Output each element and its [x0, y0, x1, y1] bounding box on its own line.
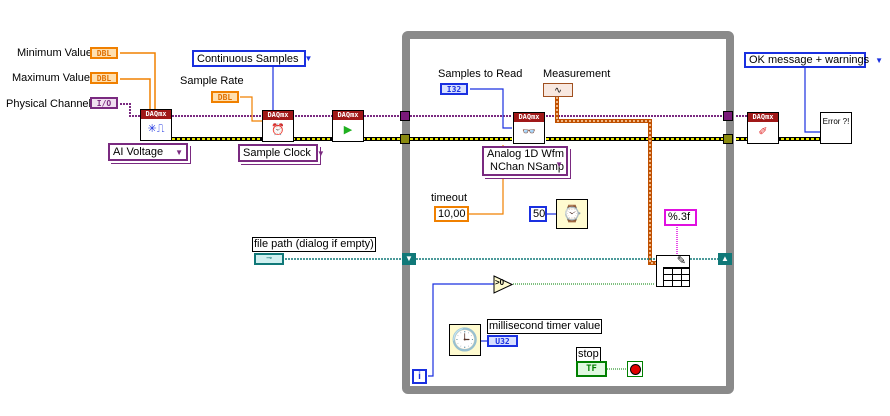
- loop-condition-stop-icon[interactable]: [627, 361, 643, 377]
- dropdown-arrow-icon: ▼: [555, 160, 563, 169]
- daqmx-header: DAQmx: [514, 113, 544, 122]
- wait-constant[interactable]: 50: [529, 206, 547, 222]
- sample-rate-label: Sample Rate: [180, 75, 244, 87]
- error-mode-text: OK message + warnings: [749, 54, 870, 66]
- format-string-constant[interactable]: %.3f: [664, 209, 697, 226]
- start-task-icon: ▶: [343, 124, 353, 136]
- error-mode-ring[interactable]: OK message + warnings ▼: [744, 52, 883, 68]
- daqmx-header: DAQmx: [333, 111, 363, 120]
- daqmx-clear-task-vi[interactable]: DAQmx ✐: [747, 112, 779, 144]
- create-channel-icon: ✳⎍: [147, 123, 165, 135]
- timer-label: millisecond timer value: [487, 319, 603, 334]
- clock-icon: ⏰: [271, 124, 285, 136]
- wire-sample-rate: [240, 96, 262, 122]
- stop-control[interactable]: TF: [576, 361, 607, 377]
- simple-error-handler-vi[interactable]: Error ?!: [820, 112, 852, 144]
- greater-than-zero-function[interactable]: >0: [493, 275, 514, 294]
- dropdown-arrow-icon: ▼: [304, 54, 313, 63]
- error-tunnel-in: [400, 134, 410, 144]
- timer-indicator: U32: [487, 335, 518, 347]
- physical-channel-control[interactable]: I/O: [90, 97, 118, 109]
- ai-voltage-text: AI Voltage: [113, 146, 164, 158]
- wire-min-value: [120, 52, 156, 110]
- sample-rate-control[interactable]: DBL: [211, 91, 239, 103]
- samples-to-read-label: Samples to Read: [438, 68, 523, 80]
- wire-samples-to-read: [470, 88, 512, 129]
- tick-count-clock-icon[interactable]: 🕒: [449, 324, 481, 356]
- read-glasses-icon: 👓: [522, 126, 536, 138]
- measurement-indicator: ∿: [543, 83, 573, 97]
- sample-mode-ring[interactable]: Continuous Samples ▼: [192, 50, 312, 67]
- timeout-constant[interactable]: 10,00: [434, 206, 469, 222]
- read-type-line2: NChan NSamp: [490, 161, 564, 173]
- dropdown-arrow-icon: ▼: [875, 55, 884, 65]
- write-to-spreadsheet-vi[interactable]: ✎: [656, 255, 690, 287]
- iteration-terminal: i: [412, 369, 427, 384]
- error-tunnel-out: [723, 134, 733, 144]
- daqmx-header: DAQmx: [748, 113, 778, 122]
- sample-clock-text: Sample Clock: [243, 147, 311, 159]
- wire-iteration: [428, 283, 494, 377]
- sample-clock-ring[interactable]: Sample Clock ▼: [238, 144, 325, 162]
- pencil-icon: ✎: [676, 255, 686, 267]
- wire-physical-channel: [120, 103, 140, 117]
- wire-error-mode: [804, 67, 820, 133]
- shift-register-left-icon[interactable]: ▼: [402, 253, 416, 265]
- wait-ms-icon[interactable]: ⌚: [556, 199, 588, 229]
- max-value-control[interactable]: DBL: [90, 72, 118, 84]
- eraser-icon: ✐: [758, 126, 768, 138]
- file-path-label: file path (dialog if empty): [252, 237, 376, 252]
- daqmx-header: DAQmx: [263, 111, 293, 120]
- error-speech-icon: Error ?!: [822, 117, 850, 126]
- table-grid-icon: [663, 267, 689, 286]
- ai-voltage-ring[interactable]: AI Voltage ▼: [108, 143, 188, 161]
- sample-mode-text: Continuous Samples: [197, 52, 299, 65]
- min-value-label: Minimum Value: [17, 47, 92, 59]
- dropdown-arrow-icon: ▼: [175, 147, 183, 157]
- stop-label: stop: [576, 347, 601, 362]
- timeout-label: timeout: [431, 192, 468, 204]
- shift-register-right-icon[interactable]: ▲: [718, 253, 732, 265]
- dropdown-arrow-icon: ▼: [316, 148, 325, 158]
- daqmx-start-task-vi[interactable]: DAQmx ▶: [332, 110, 364, 142]
- min-value-control[interactable]: DBL: [90, 47, 118, 59]
- task-tunnel-in: [400, 111, 410, 121]
- measurement-label: Measurement: [543, 68, 611, 80]
- while-loop[interactable]: [402, 31, 734, 394]
- physical-channel-label: Physical Channel: [6, 98, 91, 110]
- daqmx-create-channel-vi[interactable]: DAQmx ✳⎍: [140, 109, 172, 141]
- wire-max-value: [120, 78, 151, 110]
- max-value-label: Maximum Value: [12, 72, 91, 84]
- task-tunnel-out: [723, 111, 733, 121]
- compare-label: >0: [495, 278, 505, 287]
- daqmx-timing-vi[interactable]: DAQmx ⏰: [262, 110, 294, 142]
- read-type-line1: Analog 1D Wfm: [487, 148, 565, 160]
- file-path-control[interactable]: ⊸: [254, 253, 284, 265]
- daqmx-read-vi[interactable]: DAQmx 👓: [513, 112, 545, 144]
- read-type-ring[interactable]: Analog 1D Wfm NChan NSamp ▼: [482, 146, 568, 176]
- daqmx-header: DAQmx: [141, 110, 171, 119]
- samples-to-read-control[interactable]: I32: [440, 83, 468, 95]
